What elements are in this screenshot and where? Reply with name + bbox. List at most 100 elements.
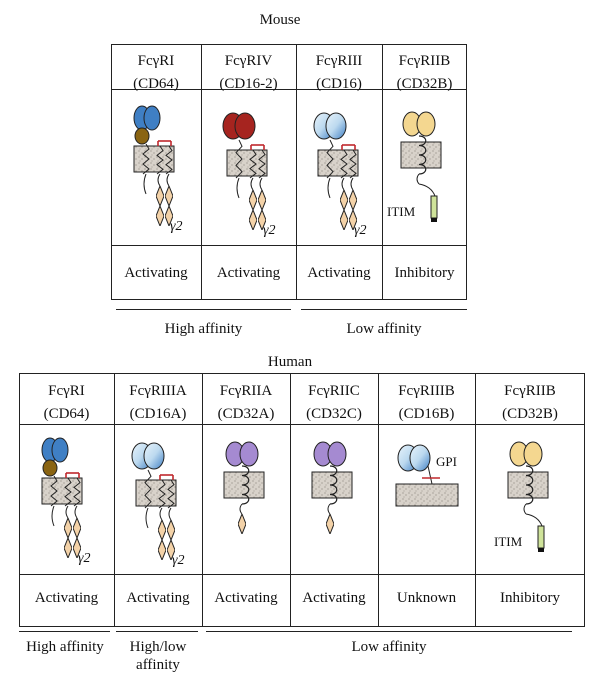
ig-domain bbox=[409, 444, 431, 472]
mixed-affinity-line1: High/low bbox=[129, 639, 187, 655]
mouse-low-affinity-bar bbox=[301, 309, 467, 310]
transmembrane-helix bbox=[167, 479, 175, 509]
ig-domain bbox=[143, 442, 165, 470]
receptor-fcgriib-mouse: ITIM bbox=[387, 111, 442, 222]
itam-motif bbox=[167, 520, 175, 540]
receptor-cd64: γ2 bbox=[41, 437, 91, 566]
receptor-name: FcγRI bbox=[137, 53, 175, 69]
receptor-fcgriiia: γ2 bbox=[131, 442, 185, 568]
mouse-receptor-header-4: FcγRIIB(CD32B) bbox=[382, 50, 467, 96]
mouse-title: Mouse bbox=[259, 12, 301, 28]
transmembrane-helix bbox=[258, 149, 266, 179]
itam-motif bbox=[249, 210, 257, 230]
receptor-cd: (CD32B) bbox=[502, 406, 558, 422]
human-high-affinity-label: High affinity bbox=[26, 639, 104, 655]
cytoplasmic-tail bbox=[166, 173, 170, 187]
itam-motif bbox=[73, 518, 81, 538]
mouse-low-affinity-label: Low affinity bbox=[346, 321, 422, 337]
receptor-fcgriia bbox=[223, 441, 265, 534]
human-receptor-header-6: FcγRIIB (CD32B) bbox=[475, 380, 585, 426]
receptor-fcgriib-human: ITIM bbox=[494, 441, 549, 552]
receptor-cd: (CD16B) bbox=[398, 406, 455, 422]
transmembrane-helix bbox=[142, 143, 150, 175]
receptor-name: FcγRIIC bbox=[308, 383, 360, 399]
membrane bbox=[135, 479, 177, 507]
receptor-cd: (CD64) bbox=[43, 406, 90, 422]
cytoplasmic-tail bbox=[350, 177, 354, 191]
itim-label: ITIM bbox=[387, 204, 416, 219]
transmembrane-helix bbox=[73, 477, 81, 507]
itim-end bbox=[538, 548, 544, 552]
itim-motif bbox=[537, 525, 545, 549]
transmembrane-helix bbox=[158, 479, 166, 509]
human-mixed-affinity-bar bbox=[116, 631, 198, 632]
ig-domain bbox=[134, 127, 150, 145]
itam-motif bbox=[238, 514, 246, 534]
itam-motif bbox=[249, 190, 257, 210]
membrane bbox=[395, 483, 459, 507]
membrane bbox=[133, 145, 175, 173]
itam-motif bbox=[340, 190, 348, 210]
human-function-3: Activating bbox=[214, 590, 278, 606]
gpi-anchor bbox=[427, 465, 433, 485]
transmembrane-helix bbox=[156, 145, 164, 175]
cytoplasmic-tail bbox=[259, 177, 263, 191]
cytoplasmic-tail bbox=[418, 183, 436, 197]
receptor-name: FcγRI bbox=[48, 383, 85, 399]
human-function-1: Activating bbox=[34, 590, 99, 606]
receptor-name: FcγRIIIA bbox=[129, 383, 187, 399]
ig-domain bbox=[42, 459, 58, 477]
receptor-cd: (CD16) bbox=[316, 76, 362, 92]
mouse-receptor-header-1: FcγRI(CD64) bbox=[111, 50, 201, 96]
receptor-name: FcγRIV bbox=[224, 53, 273, 69]
mouse-function-4: Inhibitory bbox=[394, 265, 455, 281]
ig-domain bbox=[327, 441, 347, 467]
itam-motif bbox=[158, 520, 166, 540]
receptor-name: FcγRIIB bbox=[504, 383, 556, 399]
mouse-function-1: Activating bbox=[124, 265, 188, 281]
human-receptor-header-2: FcγRIIIA (CD16A) bbox=[114, 380, 202, 426]
itim-end bbox=[431, 218, 437, 222]
receptor-cd: (CD16-2) bbox=[219, 76, 278, 92]
receptor-name: FcγRIIIB bbox=[398, 383, 455, 399]
receptor-fcgriv: γ2 bbox=[222, 112, 276, 238]
ig-domain bbox=[51, 437, 69, 463]
cytoplasmic-tail bbox=[74, 505, 78, 519]
cytoplasmic-tail bbox=[523, 503, 527, 515]
gamma2-label: γ2 bbox=[263, 223, 276, 238]
membrane bbox=[226, 149, 268, 177]
cytoplasmic-tail bbox=[525, 513, 543, 527]
itam-motif bbox=[64, 538, 72, 558]
itim-label: ITIM bbox=[494, 534, 523, 549]
cytoplasmic-tail bbox=[143, 173, 147, 195]
receptor-cd: (CD16A) bbox=[129, 406, 187, 422]
transmembrane-helix bbox=[349, 149, 357, 179]
transmembrane-helix bbox=[144, 469, 152, 509]
membrane bbox=[317, 149, 359, 177]
cytoplasmic-tail bbox=[168, 507, 172, 521]
ig-domain bbox=[143, 105, 161, 131]
gamma2-label: γ2 bbox=[78, 551, 91, 566]
receptor-cd: (CD32B) bbox=[396, 76, 453, 92]
cytoplasmic-tail bbox=[157, 173, 161, 187]
transmembrane-helix bbox=[249, 149, 257, 179]
itam-motif bbox=[349, 190, 357, 210]
human-function-6: Inhibitory bbox=[500, 590, 560, 606]
cytoplasmic-tail bbox=[327, 177, 331, 199]
receptor-cd: (CD32C) bbox=[306, 406, 362, 422]
transmembrane-coil bbox=[329, 465, 338, 505]
transmembrane-coil bbox=[525, 465, 534, 505]
receptor-cd: (CD32A) bbox=[217, 406, 275, 422]
itam-motif bbox=[156, 206, 164, 226]
ig-domain bbox=[234, 112, 256, 140]
itam-motif bbox=[258, 190, 266, 210]
ig-domain bbox=[239, 441, 259, 467]
itim-motif bbox=[430, 195, 438, 219]
gpi-label: GPI bbox=[436, 454, 457, 469]
transmembrane-helix bbox=[165, 145, 173, 175]
cytoplasmic-tail bbox=[65, 505, 69, 519]
receptor-fcgriic bbox=[311, 441, 353, 534]
mouse-receptor-header-3: FcγRIII(CD16) bbox=[296, 50, 382, 96]
human-low-affinity-label: Low affinity bbox=[351, 639, 427, 655]
human-function-5: Unknown bbox=[396, 590, 457, 606]
